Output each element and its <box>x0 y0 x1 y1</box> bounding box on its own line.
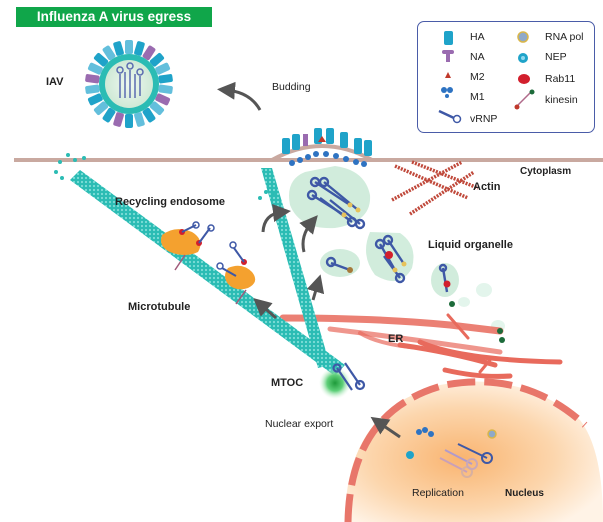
replication-vrnps <box>439 443 493 478</box>
legend-label-vrnp: vRNP <box>470 113 498 125</box>
label-nuclear-export: Nuclear export <box>265 418 334 430</box>
diagram-title: Influenza A virus egress <box>16 7 212 27</box>
organelle-short-arrow <box>306 274 325 301</box>
nep-icon <box>518 53 528 63</box>
ha-spike <box>87 93 103 106</box>
plasma-membrane <box>14 144 603 162</box>
recycling-endosome-2 <box>216 241 256 305</box>
ha-spike <box>85 84 100 94</box>
legend-label-rna-pol: RNA pol <box>545 31 584 43</box>
ha-spike <box>102 45 116 61</box>
ha-spike <box>113 41 124 56</box>
microtubule-tip-arrow <box>261 204 291 233</box>
rna-polymerase-markers <box>341 202 407 273</box>
label-actin: Actin <box>473 181 501 193</box>
m1-icon <box>441 87 453 98</box>
ha-spike <box>134 112 145 127</box>
mtoc-vrnps <box>332 362 366 391</box>
rab11-in-organelle <box>385 251 393 259</box>
recycling-endosome-1 <box>161 221 215 271</box>
na-spike <box>155 93 171 106</box>
ha-spike <box>158 84 173 94</box>
ha-spike <box>87 62 103 75</box>
m1-in-nucleus <box>416 427 434 437</box>
rab11-icon <box>518 74 530 84</box>
organelle-up-arrow <box>299 215 318 253</box>
ha-spike <box>158 74 173 84</box>
legend: HA NA M2 M1 vRNP RNA pol NEP Rab11 kines… <box>417 21 595 133</box>
budding-virion <box>282 128 372 167</box>
ha-spike <box>155 62 171 75</box>
ha-spike <box>149 52 165 67</box>
legend-label-na: NA <box>470 51 485 63</box>
ha-icon <box>444 31 453 45</box>
rna-pol-icon <box>517 31 529 43</box>
legend-label-ha: HA <box>470 31 485 43</box>
rab11-in-organelle <box>443 280 451 288</box>
na-icon <box>442 50 454 62</box>
label-nucleus: Nucleus <box>505 488 544 499</box>
vrnp-icon <box>438 109 462 124</box>
nuclear-export-arrow <box>370 416 401 439</box>
ha-spike <box>93 101 109 116</box>
ha-spike <box>142 107 156 123</box>
label-microtubule: Microtubule <box>128 301 191 313</box>
na-spike <box>85 74 100 84</box>
kinesin-icon <box>514 89 535 110</box>
label-cytoplasm: Cytoplasm <box>520 166 572 177</box>
ha-spike <box>149 101 165 116</box>
label-er: ER <box>388 333 404 345</box>
legend-label-nep: NEP <box>545 51 567 63</box>
budding-arrow <box>217 81 262 111</box>
label-liquid-organelle: Liquid organelle <box>428 239 513 251</box>
label-mtoc: MTOC <box>271 377 304 389</box>
ha-spike <box>125 40 133 54</box>
microtubule-ends <box>54 153 275 200</box>
label-replication: Replication <box>412 487 464 499</box>
nep-in-nucleus <box>406 451 414 459</box>
legend-label-m1: M1 <box>470 91 485 103</box>
microtubule-long <box>70 170 345 376</box>
ha-spike <box>125 114 133 128</box>
ha-spike <box>134 41 145 56</box>
m2-icon <box>445 72 451 78</box>
flow-arrows <box>217 81 401 439</box>
label-budding: Budding <box>272 81 311 93</box>
legend-label-kinesin: kinesin <box>545 94 578 106</box>
legend-label-rab11: Rab11 <box>545 73 576 85</box>
ha-spike <box>102 107 116 123</box>
label-iav: IAV <box>46 76 64 88</box>
legend-label-m2: M2 <box>470 71 485 83</box>
ha-spike <box>93 52 109 67</box>
microtubule-transport-arrow <box>253 298 277 320</box>
vrnp-bundles <box>306 176 449 293</box>
iav-virion <box>85 40 173 128</box>
actin-filaments <box>391 160 479 216</box>
na-spike <box>142 45 156 61</box>
legend-icons <box>438 31 535 124</box>
label-recycling-endosome: Recycling endosome <box>115 196 226 208</box>
na-spike <box>113 112 124 127</box>
rna-pol-in-nucleus <box>487 429 497 439</box>
